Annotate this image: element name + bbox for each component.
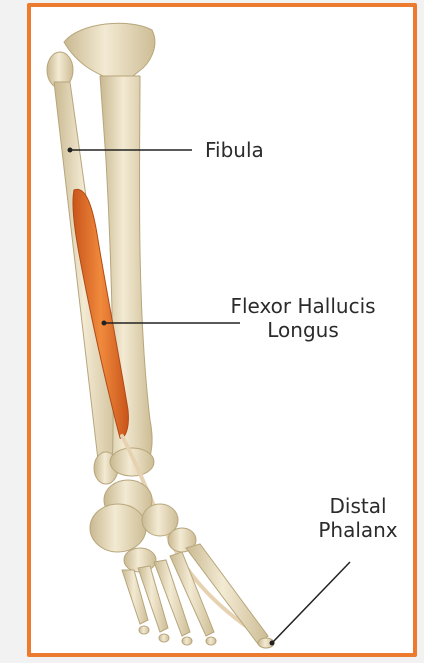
label-fibula: Fibula (205, 138, 264, 162)
label-flexor-line2: Longus (222, 318, 384, 342)
label-flexor-line1: Flexor Hallucis (222, 294, 384, 318)
foot-bones (90, 480, 274, 648)
label-distal-line2: Phalanx (310, 518, 406, 542)
label-distal-line1: Distal (310, 494, 406, 518)
label-distal-phalanx: Distal Phalanx (310, 494, 406, 542)
label-flexor-hallucis-longus: Flexor Hallucis Longus (222, 294, 384, 342)
